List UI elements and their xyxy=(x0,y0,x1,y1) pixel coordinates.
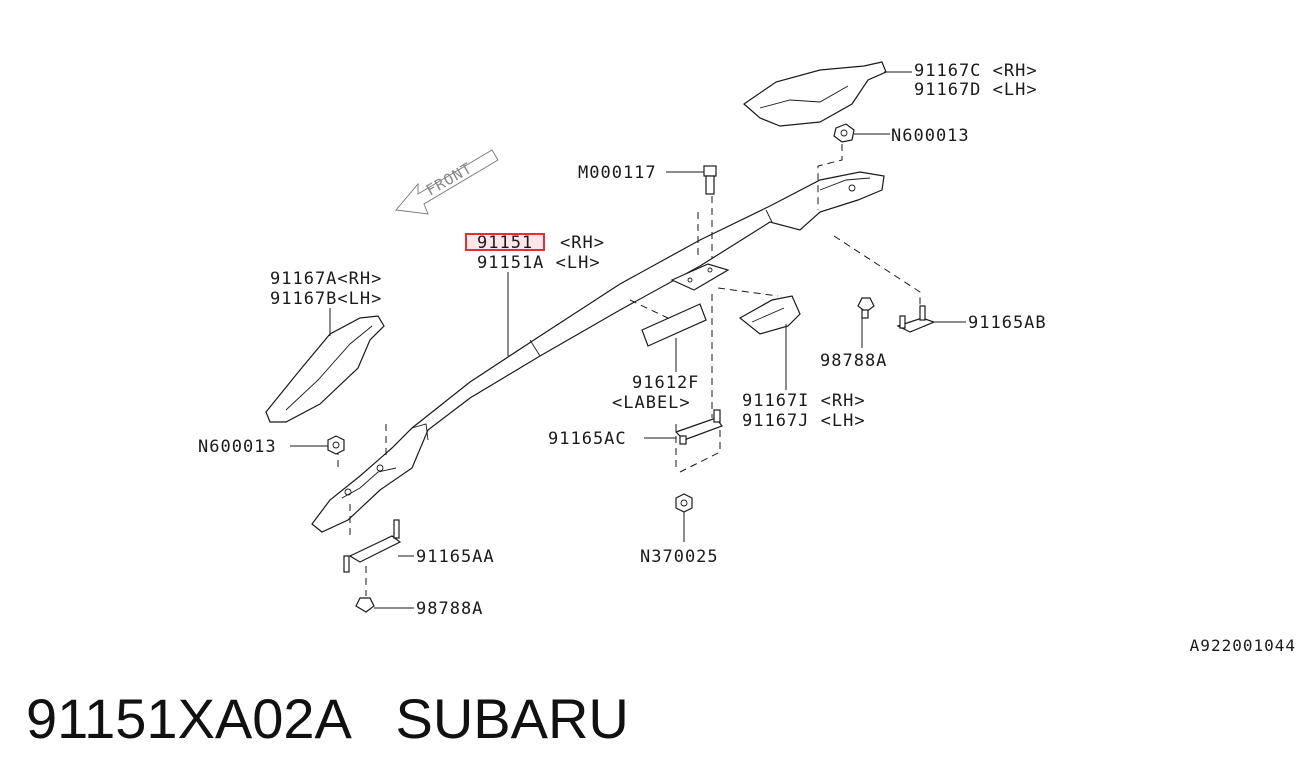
front-direction-arrow: FRONT xyxy=(395,149,499,215)
highlight-box-91151 xyxy=(465,233,545,251)
mid-plate[interactable] xyxy=(670,263,730,291)
label-91167J: 91167J <LH> xyxy=(742,411,866,431)
label-N600013-top: N600013 xyxy=(891,126,970,146)
label-M000117: M000117 xyxy=(578,163,657,183)
label-91151A: 91151A <LH> xyxy=(477,253,601,273)
diagram-reference-code: A922001044 xyxy=(1189,636,1296,655)
label-91151[interactable]: 91151 xyxy=(477,233,533,253)
nut-left[interactable] xyxy=(327,435,345,455)
label-sticker[interactable] xyxy=(641,303,707,347)
front-label: FRONT xyxy=(423,159,475,200)
bolt-M000117[interactable] xyxy=(703,165,717,195)
label-91167C: 91167C <RH> xyxy=(914,61,1038,81)
label-98788A-bottom: 98788A xyxy=(416,599,483,619)
end-cover-rear[interactable] xyxy=(743,61,887,127)
bracket-91165AA[interactable] xyxy=(343,519,402,573)
label-N600013-left: N600013 xyxy=(198,437,277,457)
roof-rail[interactable] xyxy=(311,171,885,533)
bracket-91165AC[interactable] xyxy=(674,409,723,445)
bracket-91165AB[interactable] xyxy=(896,305,936,333)
nut-N370025[interactable] xyxy=(675,493,693,513)
label-91165AA: 91165AA xyxy=(416,547,495,567)
end-cover-front[interactable] xyxy=(265,315,385,423)
nut-top-right[interactable] xyxy=(833,123,855,143)
label-91151-rh: <RH> xyxy=(560,233,605,253)
label-98788A-right: 98788A xyxy=(820,351,887,371)
label-91167I: 91167I <RH> xyxy=(742,391,866,411)
label-91165AC: 91165AC xyxy=(548,429,627,449)
label-91612F-label: <LABEL> xyxy=(612,393,691,413)
label-91165AB: 91165AB xyxy=(968,313,1047,333)
part-number-title: 91151XA02A SUBARU xyxy=(26,687,629,750)
label-91612F: 91612F xyxy=(632,373,699,393)
mid-cover[interactable] xyxy=(738,295,801,335)
label-N370025: N370025 xyxy=(640,547,719,567)
label-91167D: 91167D <LH> xyxy=(914,80,1038,100)
label-91167A: 91167A<RH> xyxy=(270,269,382,289)
clip-98788A-right[interactable] xyxy=(857,297,875,319)
label-91167B: 91167B<LH> xyxy=(270,289,382,309)
clip-98788A-bottom[interactable] xyxy=(355,597,375,613)
